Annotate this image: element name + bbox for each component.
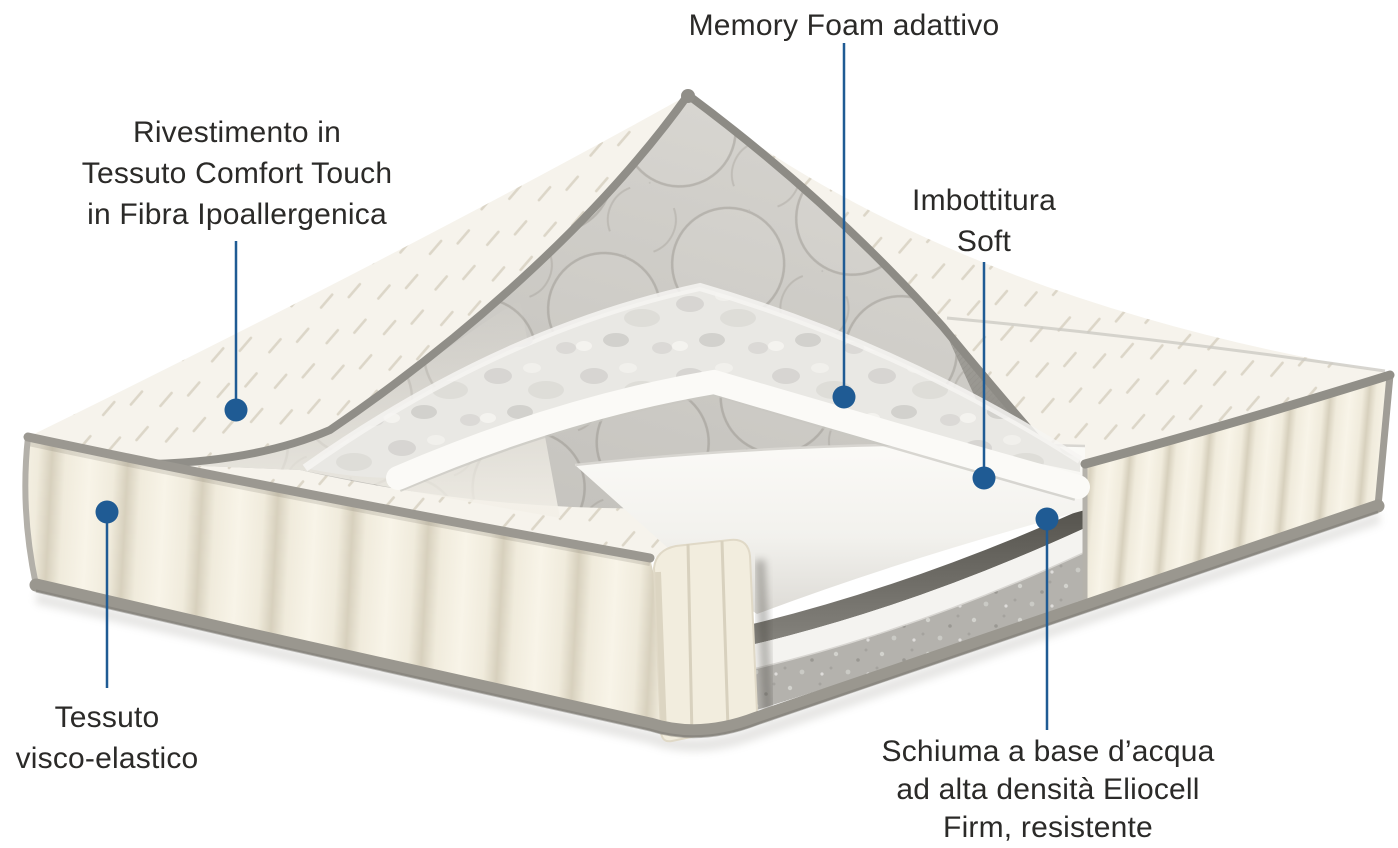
annotation-dot-visco-elastic xyxy=(95,500,119,524)
cover-left-piping xyxy=(148,91,692,468)
annotation-label-memory-foam: Memory Foam adattivo xyxy=(688,9,1000,42)
annotation-dot-foam-core xyxy=(1035,507,1059,531)
annotation-label-soft-padding: Imbottitura Soft xyxy=(912,184,1056,258)
cover-right-piping xyxy=(684,91,1058,462)
annotation-dot-soft-padding xyxy=(972,466,996,490)
felt-base-layer xyxy=(690,553,1085,730)
soft-padding-layer xyxy=(386,369,1090,501)
thin-white-sheet xyxy=(690,528,1085,683)
left-corner-piping xyxy=(22,436,39,586)
annotation-label-cover-fabric: Rivestimento in Tessuto Comfort Touch in… xyxy=(81,116,393,231)
under-core-shadow xyxy=(690,508,1085,658)
right-corner-piping xyxy=(1374,374,1394,507)
annotation-dots xyxy=(95,385,1059,531)
bottom-piping xyxy=(29,499,1385,738)
edge-pipings xyxy=(23,370,1395,739)
side-fabric-left xyxy=(22,436,690,730)
annotation-label-foam-core: Schiuma a base d’acqua ad alta densità E… xyxy=(881,735,1215,844)
annotation-dot-cover-fabric xyxy=(224,398,248,422)
corner-flap xyxy=(652,538,773,743)
annotation-connectors xyxy=(105,43,1049,730)
annotation-label-visco-elastic: Tessuto visco-elastico xyxy=(15,701,199,775)
annotation-dot-memory-foam xyxy=(832,385,856,409)
